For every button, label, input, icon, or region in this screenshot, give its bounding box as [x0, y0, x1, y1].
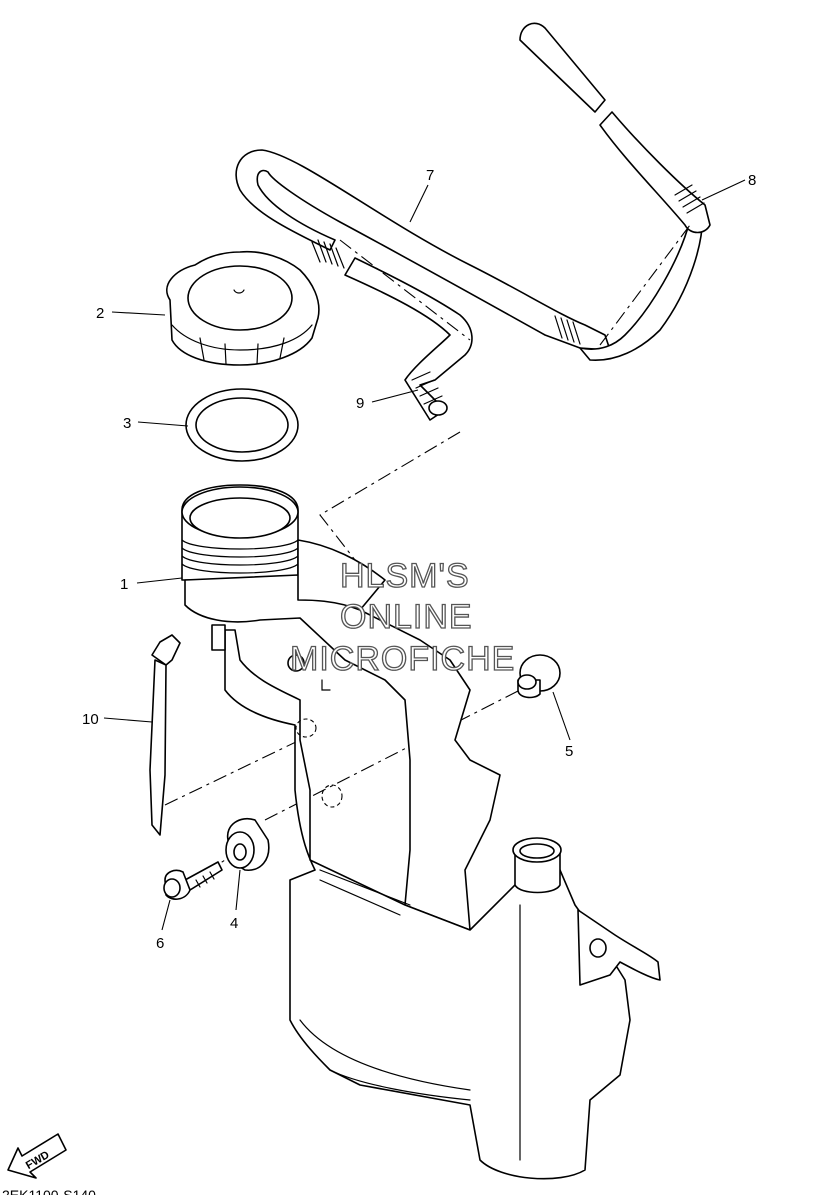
watermark: HLSM'S ONLINE MICROFICHE	[289, 556, 515, 678]
callout-9: 9	[356, 395, 364, 412]
cable-tie-10	[149, 634, 181, 836]
hose-8	[519, 22, 711, 234]
leader-lines	[103, 179, 746, 931]
hose-7-rib-right	[554, 315, 581, 345]
damper-4	[225, 818, 270, 871]
callout-2: 2	[96, 305, 104, 322]
fwd-arrow: FWD	[7, 1133, 67, 1179]
callout-10: 10	[82, 711, 99, 728]
mount-hole-lower	[321, 784, 343, 808]
bolt-6	[163, 861, 223, 900]
grommet-5	[517, 654, 561, 699]
reference-code: 2EK1100-S140	[2, 1187, 96, 1195]
callout-6: 6	[156, 935, 164, 952]
watermark-line-1: HLSM'S	[340, 557, 470, 595]
callout-labels: 1 2 3 4 5 6 7 8 9 10	[82, 167, 756, 952]
hose-7-rib-left	[311, 239, 345, 269]
cap-2-top	[187, 265, 293, 331]
hose-9	[344, 257, 473, 421]
gasket-3	[185, 388, 299, 462]
callout-3: 3	[123, 415, 131, 432]
callout-8: 8	[748, 172, 756, 189]
mount-hole-upper	[295, 718, 317, 738]
callout-1: 1	[120, 576, 128, 593]
callout-5: 5	[565, 743, 573, 760]
watermark-line-3: MICROFICHE	[290, 640, 515, 678]
tank-1	[181, 484, 661, 1180]
callout-7: 7	[426, 167, 434, 184]
hose-9-end	[428, 400, 448, 416]
hose-9-rib	[411, 371, 443, 405]
hose-8-rib	[674, 184, 705, 214]
cap-2	[166, 250, 320, 366]
watermark-line-2: ONLINE	[340, 598, 473, 636]
hose-7	[235, 149, 704, 361]
callout-4: 4	[230, 915, 238, 932]
